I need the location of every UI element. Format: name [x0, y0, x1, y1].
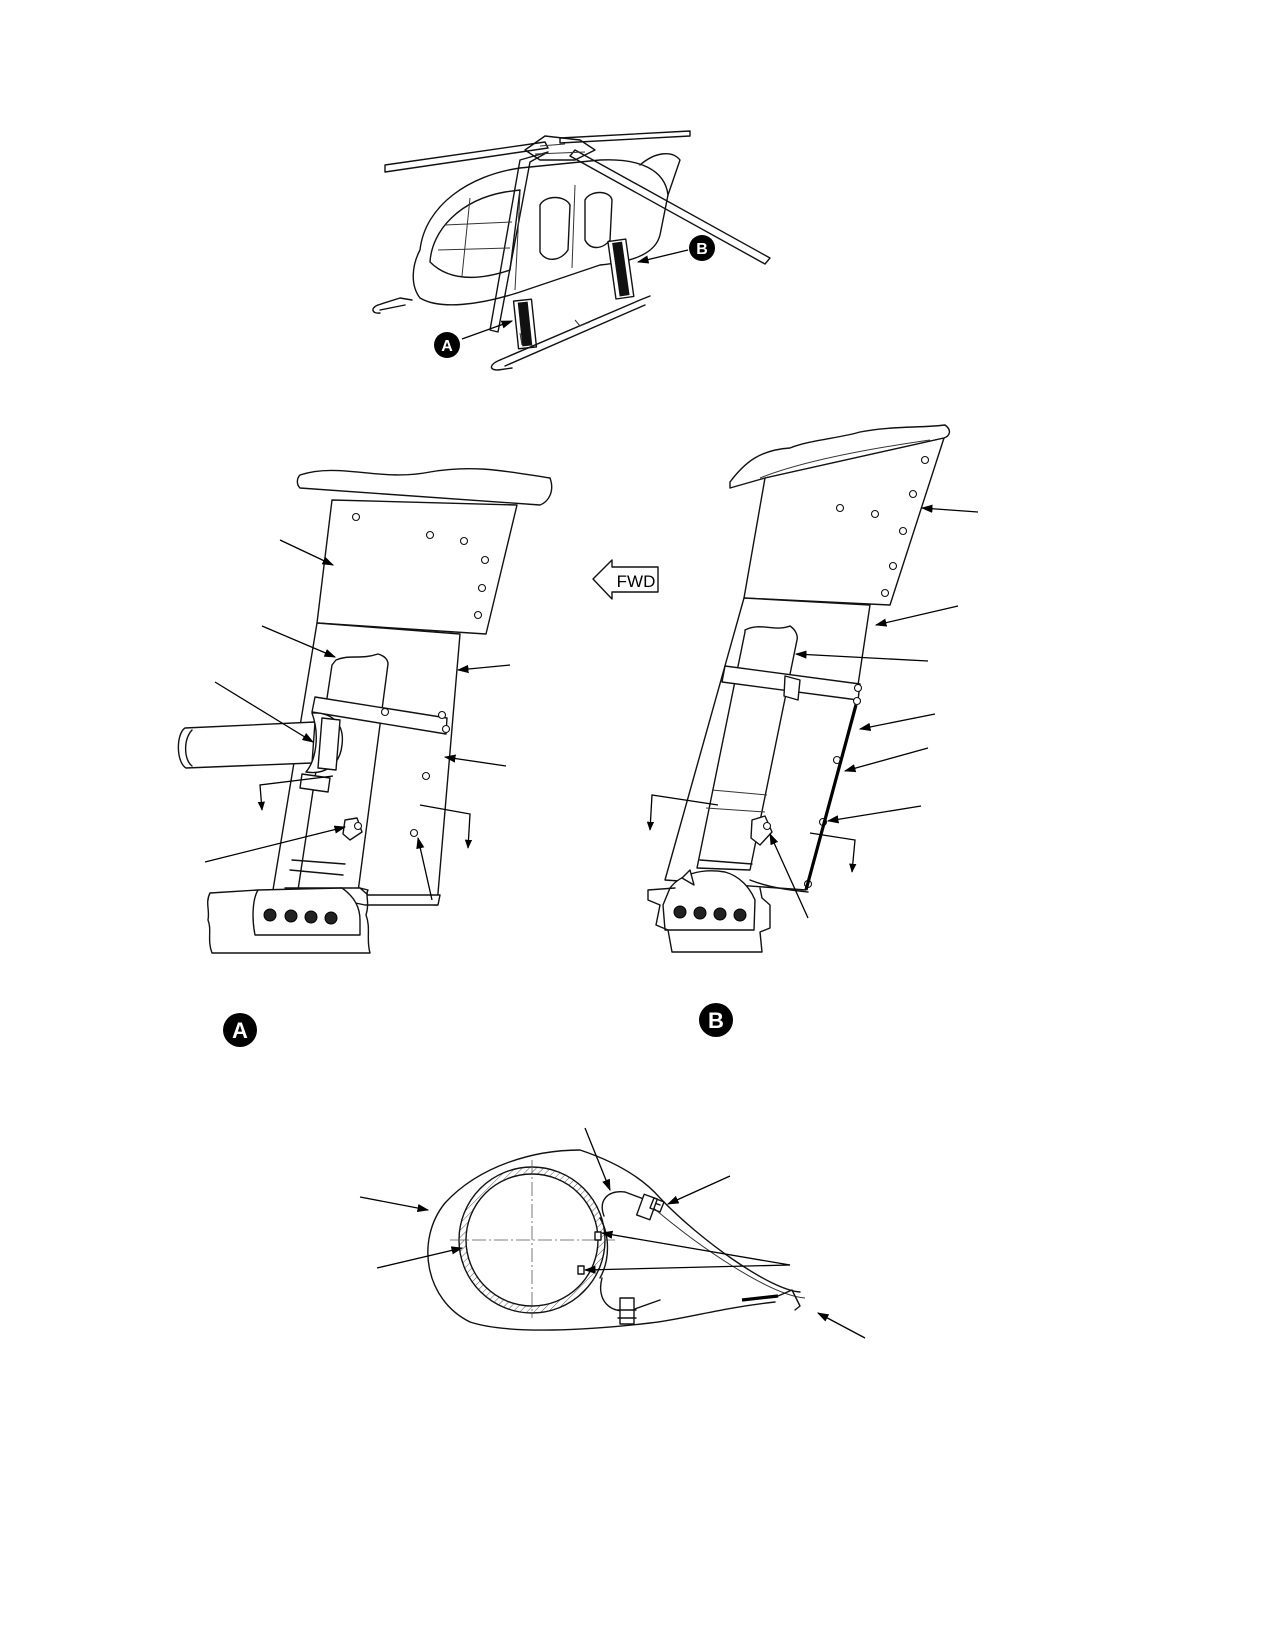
leader-s-1	[359, 1196, 430, 1213]
bolt-upper	[635, 1193, 665, 1221]
detail-a: A	[177, 467, 553, 1047]
rotor-blade-front	[489, 151, 549, 333]
bolt-lower	[617, 1297, 637, 1325]
trailing-edge-seal-b	[804, 704, 858, 891]
trailing-edge-lip	[777, 1289, 801, 1311]
leader-s-7	[816, 1312, 866, 1339]
leader-b-3	[794, 650, 929, 662]
skid-tube-section-b	[647, 887, 771, 953]
section-cut-left-a	[257, 775, 334, 811]
section-cut-right-a	[419, 804, 473, 849]
section-cut-left-b	[646, 794, 719, 831]
callout-a-badge	[434, 332, 460, 358]
leader-s-3	[584, 1127, 611, 1192]
fwd-arrow	[592, 559, 659, 600]
fwd-indicator: FWD	[592, 559, 659, 600]
leader-b-5	[843, 747, 929, 773]
strap-band-upper-a	[311, 696, 448, 735]
skid-tube-right	[499, 295, 651, 367]
leader-b-1	[920, 504, 979, 513]
fuselage	[412, 159, 669, 306]
leader-a-2	[261, 625, 337, 658]
trailing-edge-seal	[741, 1294, 779, 1302]
leader-a-5	[443, 754, 507, 767]
leader-s-2	[376, 1246, 464, 1269]
upper-fairing-b	[743, 437, 945, 606]
leader-b-4	[858, 713, 936, 731]
rotor-blade-front-right	[569, 149, 771, 265]
callout-b-label: B	[696, 241, 708, 258]
upper-fairing-a	[316, 499, 518, 635]
detail-a-label: A	[232, 1018, 248, 1043]
rotor-blade-right-rear	[559, 130, 691, 144]
leader-a-1	[279, 539, 335, 566]
section-cut-right-b	[809, 832, 857, 873]
cross-tube-a	[177, 721, 316, 769]
detail-a-badge	[223, 1013, 257, 1047]
windshield	[429, 189, 521, 278]
leader-b-6	[826, 805, 922, 824]
cabin-window-2	[584, 191, 613, 249]
leader-a-6	[204, 825, 347, 863]
leader-b-2	[874, 605, 959, 627]
detail-b: B	[646, 424, 979, 1037]
leader-a-3	[214, 681, 314, 743]
leader-b-7	[769, 832, 809, 919]
fwd-label: FWD	[617, 572, 656, 591]
callout-a-label: A	[441, 338, 453, 355]
leader-a-4	[456, 664, 511, 674]
leader-a-7	[416, 836, 433, 901]
section-view	[359, 1127, 866, 1339]
leader-s-5	[600, 1230, 791, 1266]
engine-fairing	[639, 153, 681, 196]
strut-tube-a	[297, 653, 389, 893]
helicopter-overview: A B	[372, 130, 771, 371]
leader-s-6	[583, 1264, 791, 1274]
callout-a-arrow	[461, 320, 514, 340]
leader-s-4	[666, 1175, 731, 1205]
fuselage-section-b	[729, 424, 951, 489]
detail-b-badge	[699, 1003, 733, 1037]
rotor-hub	[524, 135, 596, 161]
strut-tube-b	[696, 625, 798, 871]
callout-b-arrow	[636, 249, 689, 264]
cabin-window-1	[539, 196, 571, 260]
detail-b-label: B	[708, 1008, 724, 1033]
skid-tube-left	[377, 297, 413, 311]
lower-fairing-b	[664, 597, 871, 891]
rotor-blade-left	[384, 141, 549, 173]
fuselage-section-a	[296, 467, 553, 506]
callout-b-badge	[689, 235, 715, 261]
skid-tube-section-a	[206, 887, 371, 954]
